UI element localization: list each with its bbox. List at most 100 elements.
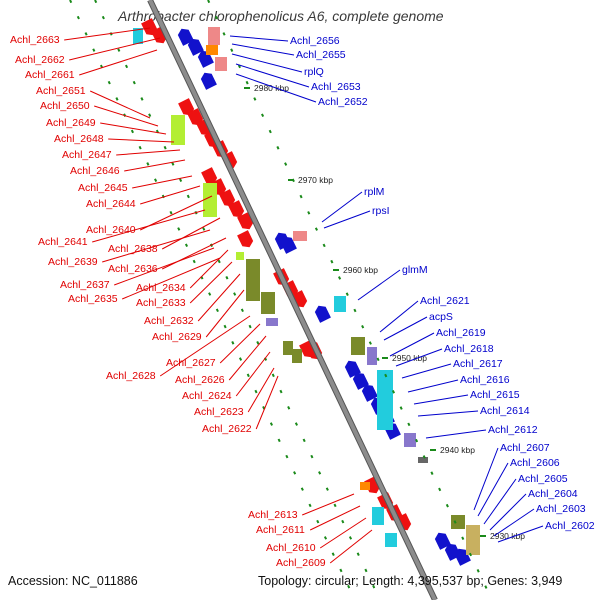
cog-block [293, 231, 307, 241]
forward-gene-label: Achl_2644 [86, 198, 136, 210]
reverse-leader-line [323, 210, 371, 229]
tick-label: 2980 kbp [254, 83, 289, 93]
forward-gene-label: Achl_2637 [60, 279, 110, 291]
reverse-leader-line [231, 53, 303, 73]
reverse-gene-arrow [197, 50, 214, 68]
forward-gene-label: Achl_2610 [266, 542, 316, 554]
cog-block [133, 28, 143, 44]
reverse-leader-line [231, 43, 295, 56]
forward-leader-line [159, 315, 251, 377]
tick-label: 2940 kbp [440, 445, 475, 455]
reverse-gene-label: Achl_2655 [296, 49, 346, 61]
cog-block [466, 525, 480, 555]
forward-gene-label: Achl_2636 [108, 263, 158, 275]
forward-leader-line [79, 49, 158, 76]
reverse-gene-label: Achl_2616 [460, 374, 510, 386]
cog-block-rect [266, 318, 278, 326]
forward-leader-line [161, 237, 227, 270]
cog-block-rect [261, 292, 275, 314]
forward-gene-label: Achl_2647 [62, 149, 112, 161]
forward-leader-line [228, 335, 267, 381]
forward-gene-label: Achl_2646 [70, 165, 120, 177]
forward-leader-line [132, 175, 193, 189]
cog-block-rect [451, 515, 465, 529]
reverse-gene-arrow-shape [352, 372, 369, 390]
cog-block-rect [293, 231, 307, 241]
forward-gene-label: Achl_2627 [166, 357, 216, 369]
cog-block [451, 515, 465, 529]
cog-block [261, 292, 275, 314]
cog-block-rect [246, 259, 260, 301]
cog-block [246, 259, 260, 301]
reverse-gene-arrow-shape [280, 236, 297, 254]
outer-guide-reverse [207, 0, 493, 600]
reverse-leader-line [389, 332, 435, 357]
forward-leader-line [116, 149, 181, 156]
tick-label: 2930 kbp [490, 531, 525, 541]
forward-gene-label: Achl_2638 [108, 243, 158, 255]
forward-leader-line [205, 289, 245, 338]
cog-block-rect [466, 525, 480, 555]
forward-gene-label: Achl_2662 [15, 54, 65, 66]
cog-block [377, 370, 393, 430]
reverse-leader-line [497, 525, 544, 543]
cog-block-rect [351, 337, 365, 355]
forward-gene-arrow [237, 230, 254, 248]
forward-gene-label: Achl_2624 [182, 390, 232, 402]
forward-gene-arrow-shape [178, 98, 195, 116]
cog-block [367, 347, 377, 365]
reverse-leader-line [489, 493, 527, 531]
reverse-gene-label: Achl_2604 [528, 488, 578, 500]
reverse-gene-label: Achl_2605 [518, 473, 568, 485]
reverse-leader-line [379, 300, 419, 333]
reverse-gene-label: Achl_2612 [488, 424, 538, 436]
cog-block-rect [171, 115, 185, 145]
forward-gene-arrow-shape [237, 212, 254, 230]
cog-block [404, 433, 416, 447]
reverse-gene-arrow-shape [314, 305, 331, 323]
forward-leader-line [124, 159, 186, 172]
reverse-gene-label: rplQ [304, 66, 324, 78]
reverse-gene-label: rplM [364, 186, 384, 198]
cog-block-rect [360, 482, 370, 490]
forward-gene-arrow [187, 108, 204, 126]
reverse-leader-line [383, 316, 428, 341]
forward-leader-line [64, 27, 151, 41]
reverse-leader-line [235, 73, 317, 103]
cog-block-rect [377, 370, 393, 430]
forward-leader-line [189, 249, 229, 289]
reverse-gene-label: Achl_2656 [290, 35, 340, 47]
forward-leader-line [329, 529, 373, 564]
reverse-gene-arrow-shape [197, 50, 214, 68]
forward-gene-arrow-shape [219, 189, 236, 207]
forward-gene-label: Achl_2639 [48, 256, 98, 268]
forward-leader-line [102, 229, 211, 263]
reverse-gene-arrow [314, 305, 331, 323]
forward-leader-line [235, 351, 271, 397]
forward-gene-label: Achl_2640 [86, 224, 136, 236]
forward-gene-label: Achl_2661 [25, 69, 75, 81]
reverse-gene-arrow-shape [434, 532, 451, 550]
forward-gene-arrow [201, 167, 218, 185]
forward-gene-label: Achl_2632 [144, 315, 194, 327]
reverse-gene-label: Achl_2618 [444, 343, 494, 355]
forward-gene-arrow-shape [237, 230, 254, 248]
cog-block-rect [203, 183, 217, 217]
forward-gene-label: Achl_2649 [46, 117, 96, 129]
reverse-gene-label: Achl_2602 [545, 520, 595, 532]
forward-gene-arrow [178, 98, 195, 116]
forward-leader-line [89, 90, 151, 119]
forward-leader-line [247, 367, 275, 413]
cog-block [215, 57, 227, 71]
far-guide-forward [69, 0, 356, 600]
reverse-leader-line [417, 410, 479, 417]
tick-label: 2960 kbp [343, 265, 378, 275]
reverse-gene-label: acpS [429, 311, 453, 323]
reverse-gene-label: glmM [402, 264, 428, 276]
forward-leader-line [122, 257, 221, 300]
tick-label: 2970 kbp [298, 175, 333, 185]
forward-gene-arrow [219, 189, 236, 207]
reverse-gene-label: Achl_2619 [436, 327, 486, 339]
forward-leader-line [139, 195, 213, 231]
